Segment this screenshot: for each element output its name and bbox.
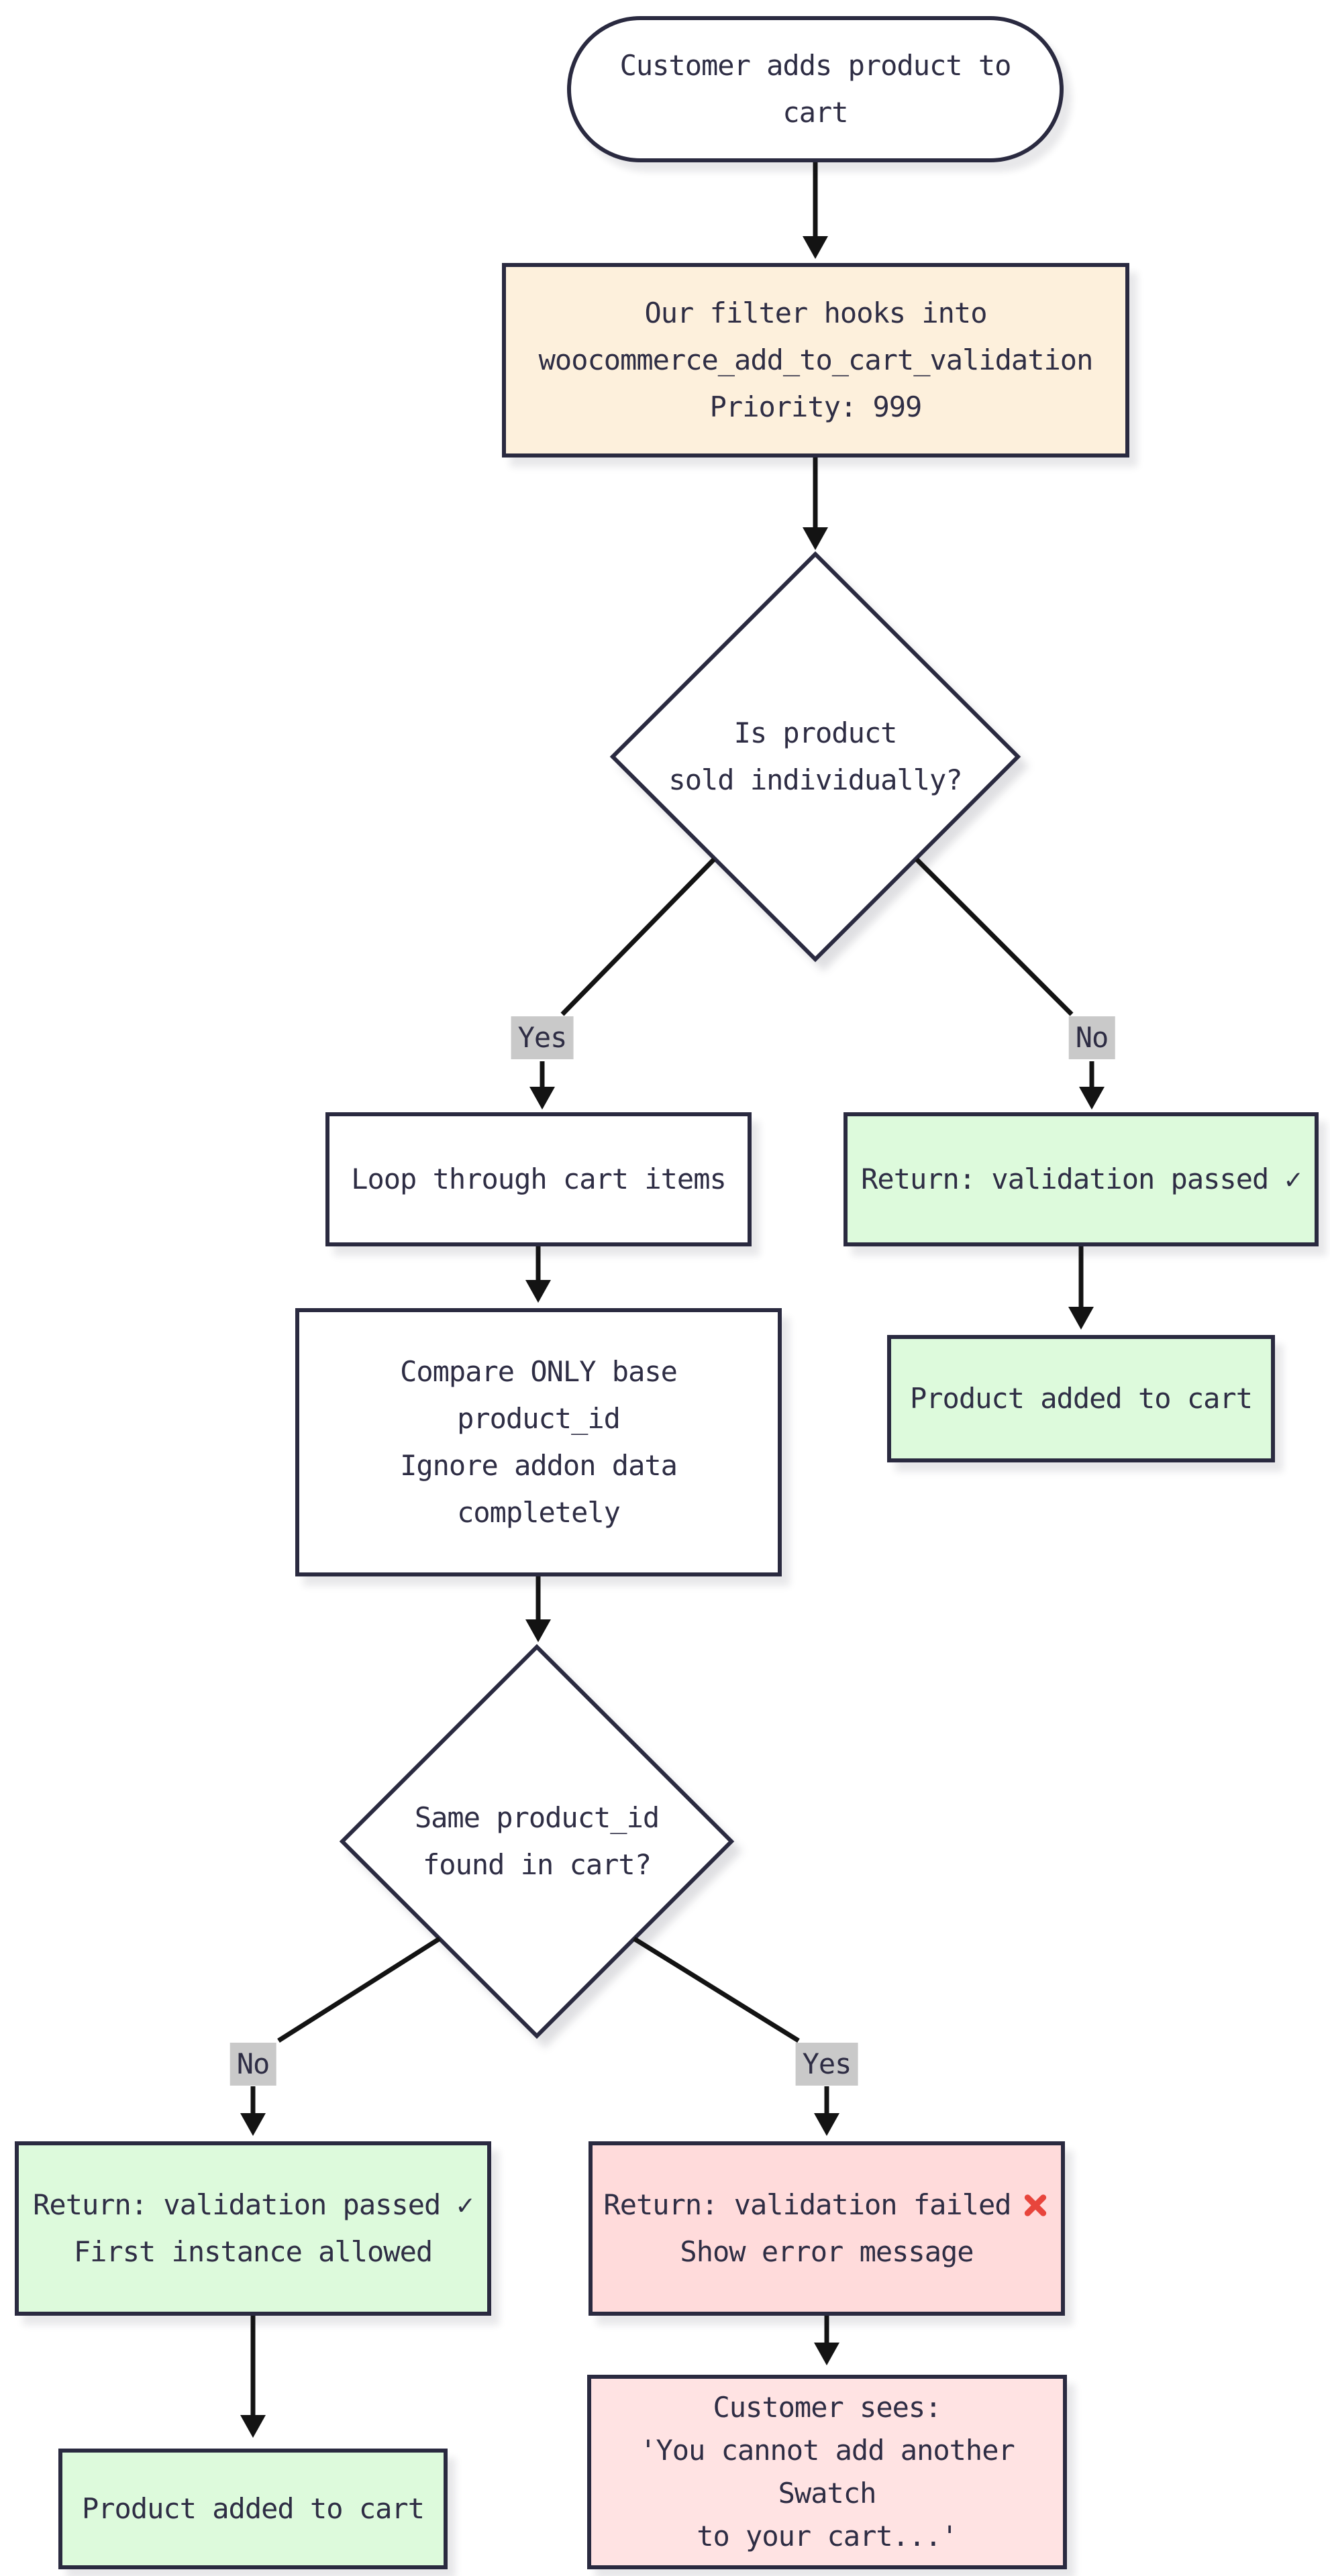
validation-passed-node: Return: validation passed ✓ bbox=[843, 1112, 1319, 1246]
validation-passed-first-node: Return: validation passed ✓ First instan… bbox=[15, 2141, 491, 2316]
loop-node-text: Loop through cart items bbox=[351, 1163, 727, 1195]
customer-message-text: 'You cannot add another bbox=[640, 2434, 1015, 2467]
edge-label-yes: Yes bbox=[795, 2043, 858, 2086]
validation-failed-text: Return: validation failed bbox=[603, 2188, 1011, 2221]
customer-message-text: Swatch bbox=[778, 2477, 877, 2510]
start-node-text: cart bbox=[782, 96, 848, 129]
compare-node: Compare ONLY base product_id Ignore addo… bbox=[295, 1308, 782, 1576]
edge-label-no: No bbox=[1068, 1016, 1115, 1059]
cross-mark-icon bbox=[1021, 2190, 1050, 2220]
customer-message-text: Customer sees: bbox=[713, 2391, 941, 2424]
validation-failed-line: Return: validation failed bbox=[603, 2182, 1050, 2229]
hook-node-text: Our filter hooks into bbox=[644, 297, 987, 329]
product-added-text: Product added to cart bbox=[81, 2492, 425, 2525]
customer-message-text: to your cart...' bbox=[697, 2520, 958, 2553]
hook-node-text: woocommerce_add_to_cart_validation bbox=[538, 343, 1094, 376]
validation-passed-first-text: Return: validation passed ✓ bbox=[33, 2188, 474, 2221]
decision2-text: Same product_id found in cart? bbox=[414, 1801, 660, 1881]
validation-failed-text: Show error message bbox=[680, 2235, 974, 2268]
validation-passed-first-text: First instance allowed bbox=[73, 2235, 433, 2268]
arrowhead-no1-passed bbox=[1079, 1087, 1105, 1110]
loop-node: Loop through cart items bbox=[325, 1112, 752, 1246]
start-node: Customer adds product to cart bbox=[567, 16, 1064, 162]
hook-node-text: Priority: 999 bbox=[709, 390, 923, 423]
arrowhead-passed-first-added-left bbox=[240, 2415, 266, 2438]
arrowhead-failed-customer bbox=[814, 2343, 839, 2365]
compare-node-text: completely bbox=[457, 1496, 621, 1529]
edge-decision2-yes-diagonal bbox=[633, 1937, 800, 2043]
compare-node-text: product_id bbox=[457, 1402, 621, 1435]
edge-decision2-no-diagonal bbox=[277, 1937, 441, 2043]
product-added-right-node: Product added to cart bbox=[887, 1335, 1275, 1462]
product-added-left-node: Product added to cart bbox=[58, 2449, 448, 2569]
edge-decision1-yes-diagonal bbox=[560, 857, 716, 1016]
arrowhead-passed-added-right bbox=[1068, 1307, 1094, 1330]
arrowhead-start-hook bbox=[803, 236, 828, 259]
start-node-text: Customer adds product to bbox=[619, 49, 1012, 82]
product-added-text: Product added to cart bbox=[909, 1382, 1253, 1415]
arrowhead-no2-passed-first bbox=[240, 2113, 266, 2136]
decision1-text: Is product sold individually? bbox=[668, 716, 962, 796]
customer-message-node: Customer sees: 'You cannot add another S… bbox=[587, 2375, 1067, 2569]
arrowhead-yes2-failed bbox=[814, 2113, 839, 2136]
arrowhead-compare-decision2 bbox=[525, 1619, 551, 1642]
edge-label-yes: Yes bbox=[511, 1016, 574, 1059]
compare-node-text: Ignore addon data bbox=[400, 1449, 678, 1482]
edge-label-no: No bbox=[229, 2043, 276, 2086]
compare-node-text: Compare ONLY base bbox=[400, 1355, 678, 1388]
validation-failed-node: Return: validation failed Show error mes… bbox=[589, 2141, 1065, 2316]
arrowhead-hook-decision1 bbox=[803, 527, 828, 550]
arrowhead-yes1-loop bbox=[529, 1087, 555, 1110]
validation-passed-text: Return: validation passed ✓ bbox=[861, 1163, 1302, 1195]
hook-node: Our filter hooks into woocommerce_add_to… bbox=[502, 263, 1129, 458]
edge-decision1-no-diagonal bbox=[915, 857, 1074, 1016]
decision1-diamond-shape bbox=[609, 551, 1021, 963]
arrowhead-loop-compare bbox=[525, 1280, 551, 1303]
